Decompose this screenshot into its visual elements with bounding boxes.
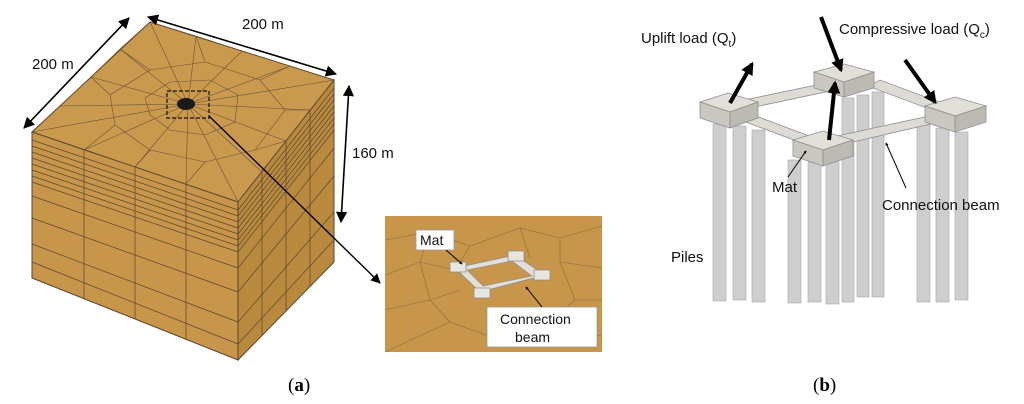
pile [954,131,969,301]
front-mesh [31,139,239,345]
inset-beam-pointer [525,286,543,308]
dim-arrow-depth [23,17,130,129]
pile [751,129,766,303]
dim-label-depth: 200 m [32,56,74,73]
inset-beam-label-line1: Connection [500,311,571,327]
inset-view: Mat Connection beam [384,216,603,353]
pile [856,94,870,298]
pile [732,125,747,301]
mat-top-left-side2 [729,101,759,129]
dim-arrow-height [336,84,354,224]
inset-mat-pointer [445,249,463,265]
inset-mat-label: Mat [420,232,443,248]
beam-pointer-b [885,142,907,189]
mat-top-right-side2 [843,71,875,98]
dense-mesh-center [177,98,195,110]
pile [841,97,855,303]
pile [935,127,950,303]
pile [807,161,822,303]
piles-label: Piles [671,249,704,266]
inset-beam-label-line2: beam [515,329,550,345]
dim-label-width: 200 m [242,16,284,33]
compressive-arrow-right [903,58,937,105]
uplift-arrow-center [827,80,841,141]
dim-arrow-width [146,14,338,77]
mat-bottom-right-side2 [954,105,987,133]
dim-label-height: 160 m [352,145,394,162]
zoom-box [166,90,210,119]
foundation-structure [698,63,988,167]
uplift-load-label: Uplift load (Qt) [641,30,736,50]
mat-bottom-left-side2 [822,139,854,167]
pile [871,91,885,298]
pile [825,161,840,305]
caption-b: (b) [813,375,836,396]
pile [712,123,727,302]
inset-mat-callout-box [415,229,455,251]
mat-pointer-b [787,150,807,178]
uplift-arrow-left [728,61,754,104]
zoom-leader-arrow [208,115,381,284]
mat-label-b: Mat [772,179,798,196]
inset-beam-callout-box [486,306,598,348]
caption-a: (a) [288,375,310,396]
connection-beam-label-b: Connection beam [882,197,1000,214]
compressive-arrow-top [819,16,844,73]
pile [787,159,802,304]
compressive-load-label: Compressive load (Qc) [839,21,990,41]
